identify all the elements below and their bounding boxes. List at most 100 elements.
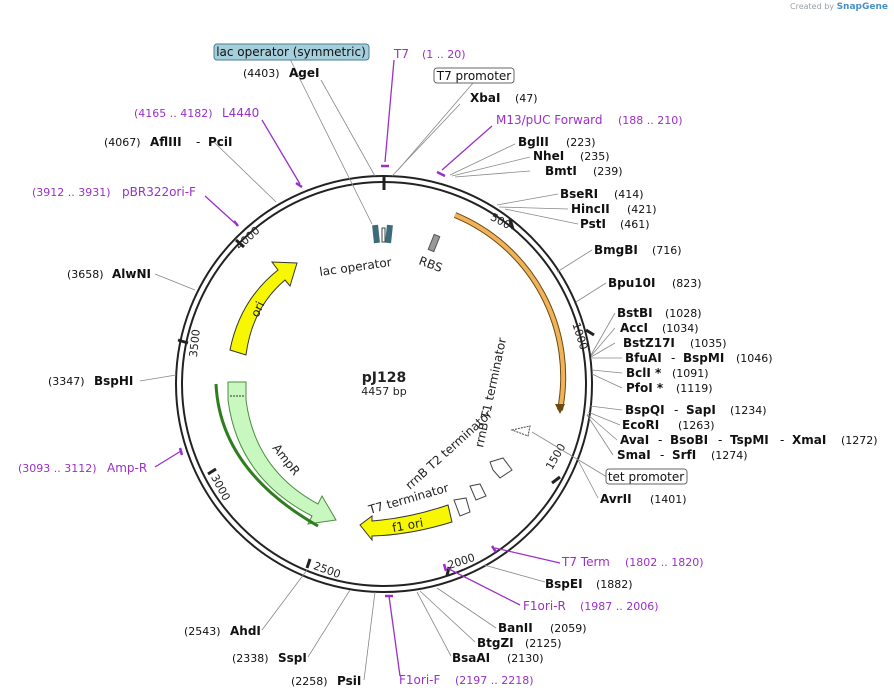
enzyme-name-psii[interactable]: PsiI bbox=[337, 674, 361, 688]
enzyme-name-ecori[interactable]: EcoRI bbox=[622, 418, 659, 432]
enzyme-name-agei[interactable]: AgeI bbox=[289, 66, 319, 80]
enzyme-pos-xbai: (47) bbox=[515, 92, 538, 105]
enzyme-name-bfuai[interactable]: BfuAI bbox=[625, 351, 662, 365]
enzyme-pos-banii: (2059) bbox=[550, 622, 587, 635]
enzyme-separator-smai: - bbox=[660, 448, 664, 462]
primer-label-f1ori-f[interactable]: F1ori-F bbox=[399, 673, 440, 687]
lac-operator-box[interactable] bbox=[372, 224, 380, 244]
enzyme-pos-bsphi: (3347) bbox=[48, 375, 85, 388]
tet-promoter-box[interactable] bbox=[605, 468, 688, 485]
enzyme-name-nhei[interactable]: NheI bbox=[533, 149, 564, 163]
primer-label-amp-r[interactable]: Amp-R bbox=[107, 461, 147, 475]
primer-label-f1ori-r[interactable]: F1ori-R bbox=[523, 599, 566, 613]
snapgene-logo: SnapGene bbox=[836, 2, 888, 12]
ruler-label-2000: 2000 bbox=[446, 551, 477, 572]
enzyme-name-bseri[interactable]: BseRI bbox=[560, 187, 598, 201]
enzyme-name-bsaai[interactable]: BsaAI bbox=[452, 651, 490, 665]
ruler-label-500: 500 bbox=[488, 211, 513, 232]
enzyme-pos-ecori: (1263) bbox=[678, 419, 715, 432]
rbs-box[interactable] bbox=[427, 233, 441, 253]
enzyme-pos-bmti: (239) bbox=[593, 165, 623, 178]
t7-promoter-label: T7 promoter bbox=[436, 69, 512, 83]
enzyme-pos-acci: (1034) bbox=[662, 322, 699, 335]
tet-promoter-label: tet promoter bbox=[608, 470, 684, 484]
primer-label-t7[interactable]: T7 bbox=[393, 47, 409, 61]
primer-range-m13-puc-forward: (188 .. 210) bbox=[618, 114, 683, 127]
enzyme-name-banii[interactable]: BanII bbox=[498, 621, 533, 635]
f1-ori-feature-arrow[interactable] bbox=[359, 504, 453, 542]
enzyme-name-sapi[interactable]: SapI bbox=[686, 403, 716, 417]
primer-label-m13-puc-forward[interactable]: M13/pUC Forward bbox=[496, 113, 603, 127]
rrnb-t2-marker bbox=[489, 457, 513, 479]
enzyme-name-sspi[interactable]: SspI bbox=[278, 651, 307, 665]
f1-ori-label: f1 ori bbox=[391, 516, 424, 535]
t7-terminator-marker bbox=[469, 483, 487, 501]
t7-promoter-leader bbox=[397, 82, 474, 171]
ruler-label-4000: 4000 bbox=[233, 224, 263, 252]
enzyme-name-bmgbi[interactable]: BmgBI bbox=[594, 243, 638, 257]
enzyme-name-srfi[interactable]: SrfI bbox=[672, 448, 696, 462]
enzyme-name-alwni[interactable]: AlwNI bbox=[112, 267, 151, 281]
primer-range-t7-term: (1802 .. 1820) bbox=[625, 556, 704, 569]
primer-label-t7-term[interactable]: T7 Term bbox=[561, 555, 610, 569]
enzyme-name-avrii[interactable]: AvrII bbox=[600, 492, 632, 506]
enzyme-name-ahdi[interactable]: AhdI bbox=[230, 624, 261, 638]
lac-operator-leader bbox=[289, 58, 373, 225]
enzyme-separator-afliii: - bbox=[196, 135, 200, 149]
enzyme-name-bspqi[interactable]: BspQI bbox=[625, 403, 665, 417]
enzyme-name-bsobi[interactable]: BsoBI bbox=[670, 433, 708, 447]
enzyme-pos-srfi: (1274) bbox=[711, 449, 748, 462]
enzyme-name-bpu10i[interactable]: Bpu10I bbox=[608, 276, 655, 290]
ori-feature-arrow[interactable] bbox=[229, 261, 298, 356]
primer-range-f1ori-r: (1987 .. 2006) bbox=[580, 600, 659, 613]
enzyme-name-avai[interactable]: AvaI bbox=[620, 433, 649, 447]
orf-arc-outline bbox=[453, 212, 567, 411]
primer-label-pbr322ori-f[interactable]: pBR322ori-F bbox=[122, 185, 196, 199]
t7-promoter-box[interactable] bbox=[433, 67, 515, 84]
enzyme-separator-bfuai: - bbox=[671, 351, 675, 365]
enzyme-name-smai[interactable]: SmaI bbox=[617, 448, 651, 462]
enzyme-pos-ahdi: (2543) bbox=[184, 625, 221, 638]
enzyme-name-tspmi[interactable]: TspMI bbox=[730, 433, 769, 447]
enzyme-name-bcli[interactable]: BclI * bbox=[626, 366, 662, 380]
enzyme-name-pfoi[interactable]: PfoI * bbox=[626, 381, 664, 395]
enzyme-name-afliii[interactable]: AflIII bbox=[150, 135, 182, 149]
enzyme-name-bglii[interactable]: BglII bbox=[518, 135, 549, 149]
ruler-label-3000: 3000 bbox=[208, 472, 233, 503]
snapgene-branding: Created by SnapGene bbox=[790, 2, 888, 12]
enzyme-name-pcii[interactable]: PciI bbox=[208, 135, 233, 149]
ruler-label-1000: 1000 bbox=[569, 321, 590, 352]
primer-range-l4440: (4165 .. 4182) bbox=[134, 107, 213, 120]
enzyme-name-acci[interactable]: AccI bbox=[620, 321, 648, 335]
primer-range-f1ori-f: (2197 .. 2218) bbox=[455, 674, 534, 687]
enzyme-name-psti[interactable]: PstI bbox=[580, 217, 606, 231]
enzyme-name-bmti[interactable]: BmtI bbox=[545, 164, 577, 178]
primer-label-l4440[interactable]: L4440 bbox=[222, 106, 259, 120]
enzyme-name-bsphi[interactable]: BspHI bbox=[94, 374, 133, 388]
enzyme-separator-tspmi: - bbox=[780, 433, 784, 447]
enzyme-name-bstz17i[interactable]: BstZ17I bbox=[623, 336, 675, 350]
primer-range-t7: (1 .. 20) bbox=[422, 48, 466, 61]
enzyme-pos-bsaai: (2130) bbox=[507, 652, 544, 665]
tet-promoter-leader bbox=[531, 431, 608, 478]
enzyme-name-bspei[interactable]: BspEI bbox=[545, 577, 583, 591]
ori-label: ori bbox=[248, 299, 267, 319]
enzyme-name-bspmi[interactable]: BspMI bbox=[683, 351, 724, 365]
lac-operator-box-2[interactable] bbox=[385, 224, 393, 244]
ampr-feature-arrow[interactable] bbox=[227, 381, 337, 525]
enzyme-name-hincii[interactable]: HincII bbox=[571, 202, 610, 216]
lac-operator-symmetric-box[interactable] bbox=[213, 43, 370, 61]
enzyme-pos-afliii: (4067) bbox=[104, 136, 141, 149]
enzyme-name-xbai[interactable]: XbaI bbox=[470, 91, 500, 105]
enzyme-name-xmai[interactable]: XmaI bbox=[792, 433, 826, 447]
enzyme-name-bstbi[interactable]: BstBI bbox=[617, 306, 653, 320]
enzyme-name-btgzi[interactable]: BtgZI bbox=[477, 636, 514, 650]
primer-range-pbr322ori-f: (3912 .. 3931) bbox=[32, 186, 111, 199]
rrnb-t2-label: rrnB T2 terminator bbox=[403, 407, 495, 492]
primer-range-amp-r: (3093 .. 3112) bbox=[18, 462, 97, 475]
ruler-ticks bbox=[177, 218, 595, 577]
enzyme-pos-bpu10i: (823) bbox=[672, 277, 702, 290]
orf-arc bbox=[454, 213, 566, 411]
lac-operator-symmetric-label: lac operator (symmetric) bbox=[216, 45, 366, 59]
